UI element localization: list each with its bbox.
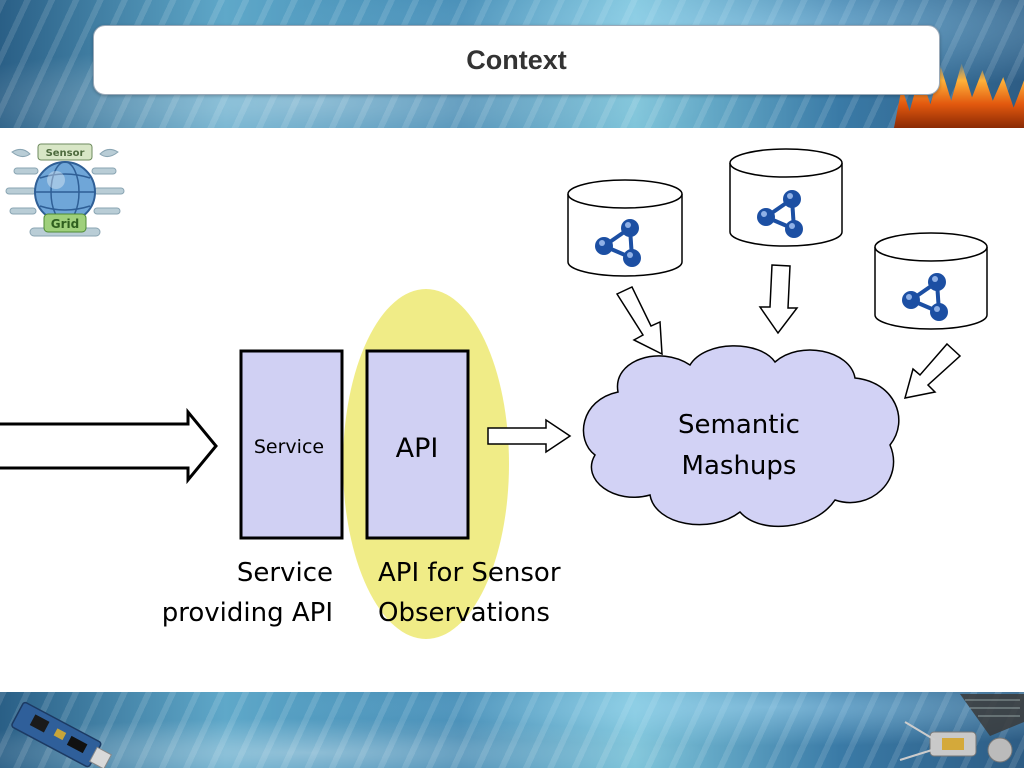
api-to-mashup-arrow <box>487 418 572 454</box>
api-box-label: API <box>396 433 439 464</box>
api-caption-line1: API for Sensor <box>378 558 561 588</box>
title-box: Context <box>93 25 940 95</box>
datastore-2 <box>729 148 843 247</box>
service-caption-line1: Service <box>236 558 333 588</box>
input-arrow <box>0 407 218 485</box>
sensor-grid-logo: Sensor Grid <box>5 143 125 237</box>
api-caption: API for Sensor Observations <box>378 553 608 633</box>
slide-title: Context <box>466 44 567 75</box>
bottom-banner <box>0 692 1024 768</box>
sensor-board-icon <box>11 701 112 768</box>
datastore-3 <box>874 232 988 330</box>
service-box <box>239 349 344 540</box>
service-caption-line2: providing API <box>161 598 333 628</box>
datastore-1-arrow <box>615 286 663 356</box>
logo-text-sensor: Sensor <box>46 148 85 159</box>
logo-text-grid: Grid <box>51 217 79 231</box>
service-box-label: Service <box>254 436 324 458</box>
bottom-banner-art <box>11 694 1024 768</box>
datastore-1 <box>567 179 683 277</box>
satellite-icon <box>899 694 1024 763</box>
api-box <box>365 349 470 540</box>
datastore-3-arrow <box>903 342 962 399</box>
service-caption: Service providing API <box>130 553 333 633</box>
cloud-label-line1: Semantic <box>678 410 800 440</box>
datastore-2-arrow <box>758 264 799 335</box>
top-banner: Context <box>0 0 1024 128</box>
api-caption-line2: Observations <box>378 598 550 628</box>
cloud-label-line2: Mashups <box>682 451 797 481</box>
semantic-mashups-cloud <box>582 345 900 528</box>
